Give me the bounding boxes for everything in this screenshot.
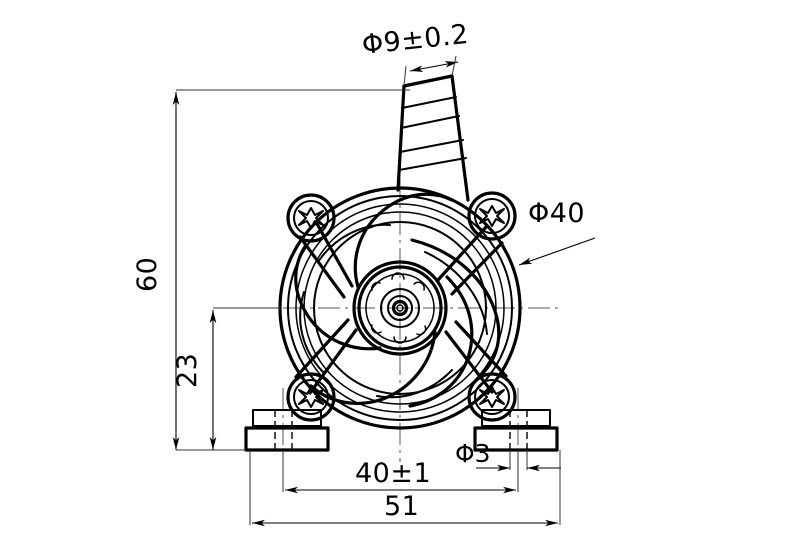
dim-label-inlet-diameter: Φ9±0.2 bbox=[360, 19, 470, 61]
impeller bbox=[294, 192, 501, 408]
dim-overall-width: 51 bbox=[249, 450, 561, 527]
hub bbox=[352, 260, 448, 356]
dim-label-body-diameter: Φ40 bbox=[528, 198, 585, 229]
dim-overall-height: 60 bbox=[132, 89, 410, 451]
dim-label-overall-height: 60 bbox=[132, 257, 163, 292]
foot-left bbox=[244, 409, 330, 452]
screw-top-right bbox=[467, 191, 517, 241]
screw-top-left bbox=[286, 193, 336, 243]
dim-axis-height: 23 bbox=[172, 307, 280, 450]
foot-right bbox=[473, 409, 559, 452]
dim-label-mount-hole-spacing: 40±1 bbox=[355, 458, 431, 489]
inlet-port bbox=[396, 74, 470, 202]
dim-label-axis-height: 23 bbox=[172, 353, 203, 388]
screw-mount-arms bbox=[294, 220, 508, 395]
dim-inlet-diameter: Φ9±0.2 bbox=[360, 19, 470, 87]
dim-label-overall-width: 51 bbox=[384, 491, 419, 522]
screw-bottom-right bbox=[467, 372, 517, 422]
dim-body-diameter: Φ40 bbox=[518, 198, 596, 266]
dim-label-mount-hole-diameter: Φ3 bbox=[455, 439, 491, 468]
dim-mount-hole-spacing: 40±1 bbox=[282, 450, 519, 494]
dim-mount-hole-diameter: Φ3 bbox=[455, 439, 561, 472]
screw-bottom-left bbox=[286, 372, 336, 422]
